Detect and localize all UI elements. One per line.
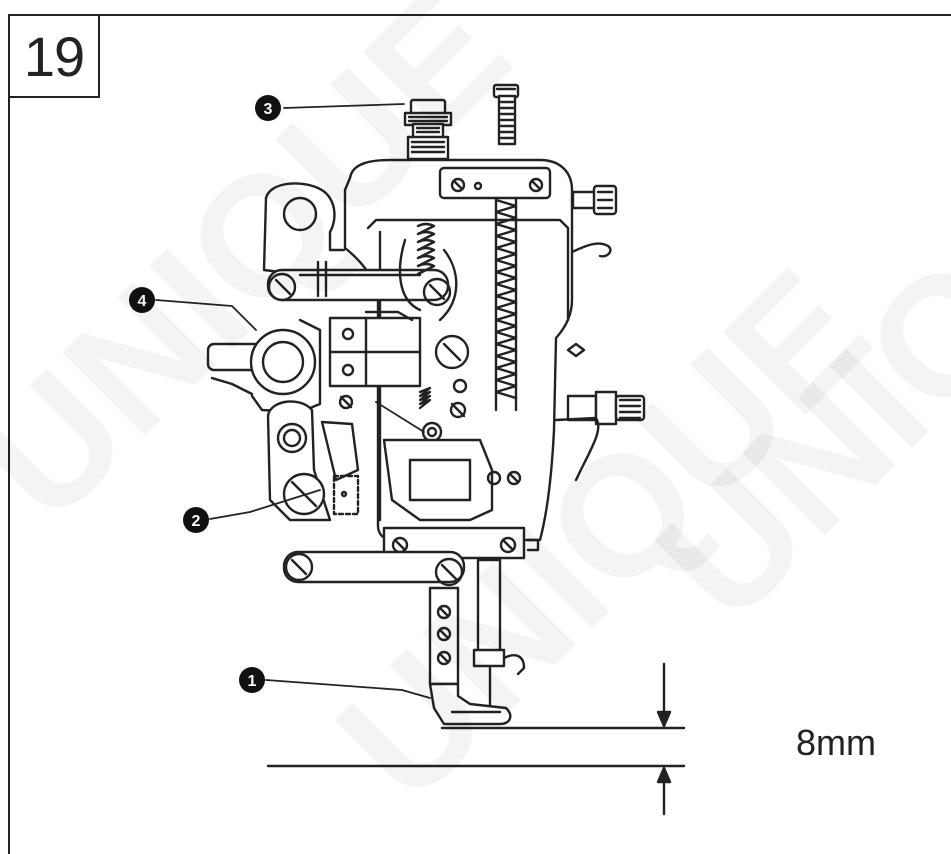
lower-linkage-left xyxy=(266,400,360,522)
side-knob-upper xyxy=(570,184,618,258)
callout-4: 4 xyxy=(129,287,155,313)
presser-foot xyxy=(428,682,512,726)
svg-text:2: 2 xyxy=(192,513,201,530)
lower-bar xyxy=(282,550,466,587)
svg-text:3: 3 xyxy=(264,101,273,118)
svg-text:1: 1 xyxy=(248,673,257,690)
spring-right-long xyxy=(494,196,518,412)
callout-leaders xyxy=(155,103,431,699)
adjusting-screw-top-left xyxy=(403,98,453,161)
callout-1: 1 xyxy=(239,667,265,693)
figure-number: 19 xyxy=(8,14,100,98)
measurement-label: 8mm xyxy=(796,722,876,763)
spring-left xyxy=(398,222,458,322)
svg-text:4: 4 xyxy=(138,293,147,310)
adjusting-lever-knob xyxy=(206,318,322,414)
callout-3: 3 xyxy=(255,95,281,121)
adjusting-screw-top-right xyxy=(492,83,520,146)
foot-shank xyxy=(428,586,460,686)
presser-bar xyxy=(472,558,526,714)
callout-2: 2 xyxy=(183,507,209,533)
side-knob-lower xyxy=(554,342,646,482)
measurement-guide xyxy=(266,662,686,816)
center-plate xyxy=(328,310,470,443)
figure-frame xyxy=(8,14,951,854)
